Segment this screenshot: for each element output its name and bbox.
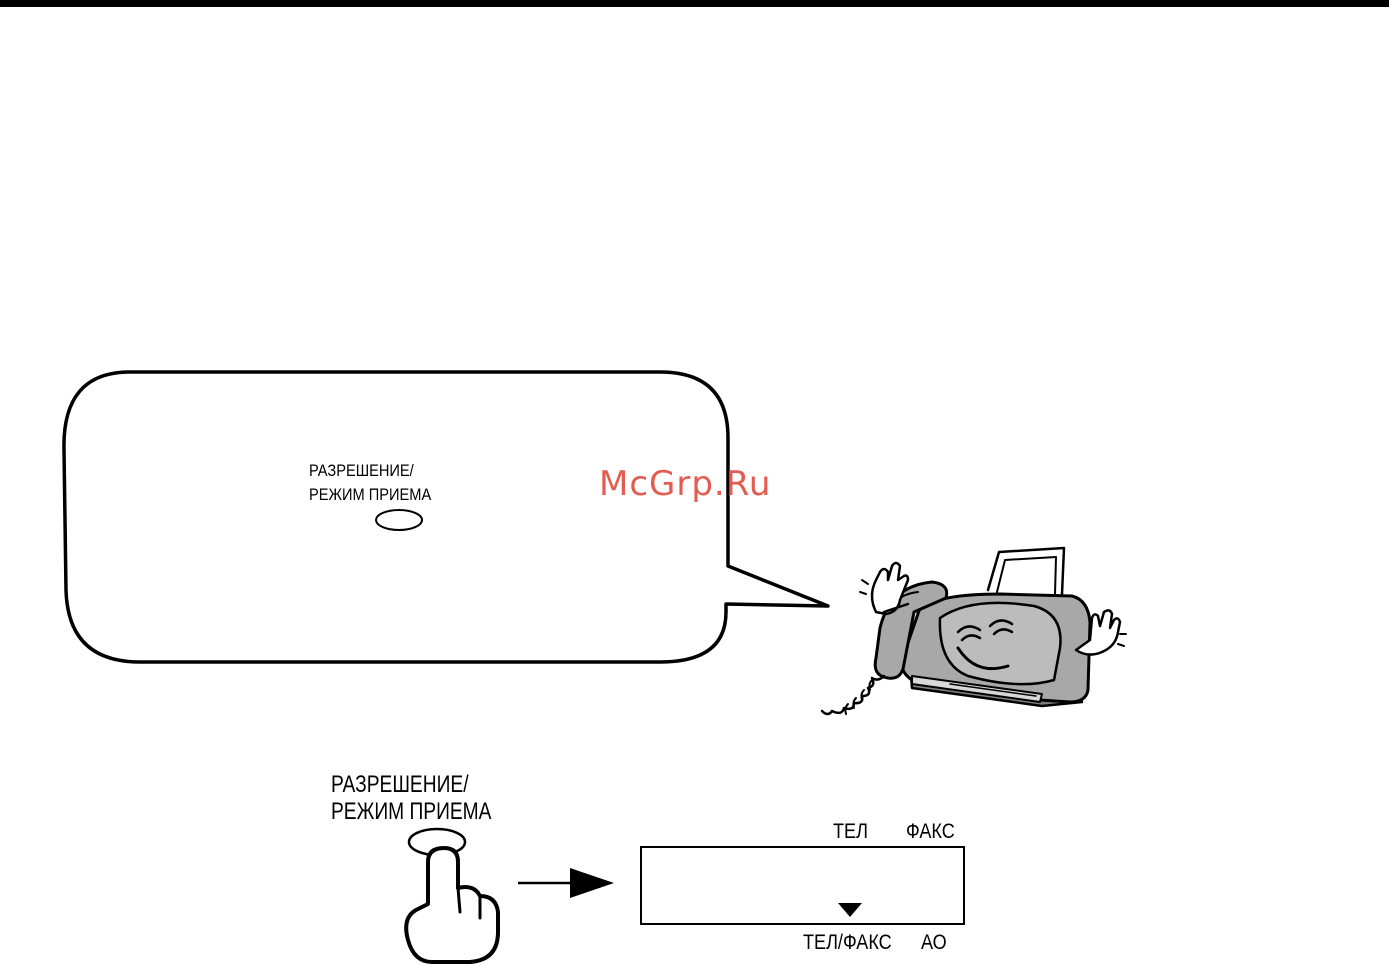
callout-button-label-line2: РЕЖИМ ПРИЕМА — [309, 486, 431, 503]
mode-label-ao: АО — [921, 932, 947, 953]
pressing-hand-icon — [406, 848, 498, 962]
reception-mode-button-small — [376, 510, 422, 530]
procedure-button-label-line1: РАЗРЕШЕНИЕ/ — [331, 773, 469, 797]
mode-label-fax: ФАКС — [906, 821, 955, 842]
arrow-right-icon — [518, 868, 614, 898]
speech-bubble — [64, 372, 828, 662]
callout-button-label-line1: РАЗРЕШЕНИЕ/ — [309, 462, 414, 479]
mode-label-tel: ТЕЛ — [833, 821, 868, 842]
watermark: McGrp.Ru — [599, 464, 771, 504]
display-panel — [641, 847, 964, 924]
fax-machine-mascot — [822, 548, 1126, 714]
procedure-button-label-line2: РЕЖИМ ПРИЕМА — [331, 800, 491, 824]
mode-label-tel-fax: ТЕЛ/ФАКС — [803, 932, 892, 953]
